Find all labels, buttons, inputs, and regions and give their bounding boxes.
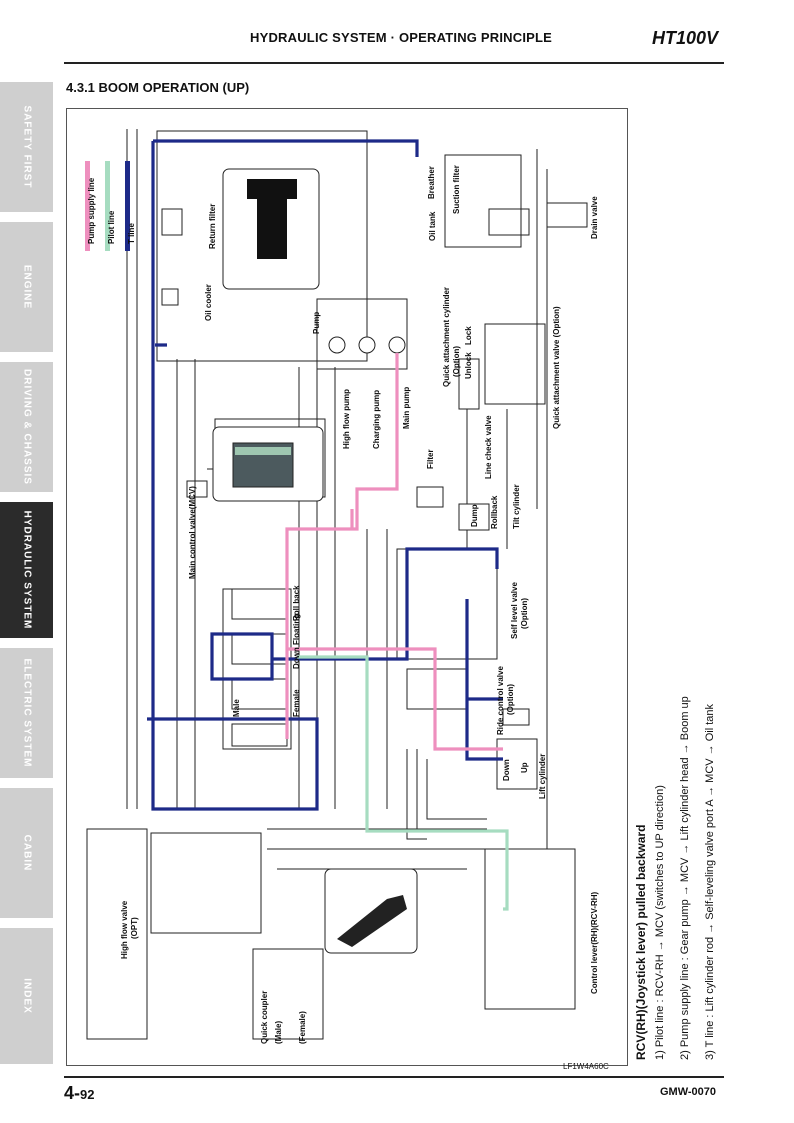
roll-back-label: Roll back [292,585,301,621]
caption-line-2: 2) Pump supply line : Gear pump → MCV → … [679,696,691,1060]
caption-line-1: 1) Pilot line : RCV-RH → MCV (switches t… [654,785,666,1060]
female-label: Female [292,689,301,717]
pump-supply-line [285,353,399,739]
lift-up-label: Up [520,762,529,773]
quick-attachment-cylinder-option: (Option) [452,346,461,377]
page-number-value: 92 [80,1087,95,1102]
hydraulic-diagram: Pump supply line Pilot line T line Retur… [66,108,628,1066]
quick-attachment-valve-label: Quick attachment valve (Option) [552,306,561,429]
oil-cooler-label: Oil cooler [204,284,213,321]
section-title: 4.3.1 BOOM OPERATION (UP) [66,80,250,95]
charging-pump-label: Charging pump [372,390,381,449]
quick-coupler-label: Quick coupler [260,991,269,1044]
mcv-label: Main control valve(MCV) [188,486,197,579]
line-check-valve-label: Line check valve [484,415,493,479]
figure-code: LF1W4A60C [563,1062,609,1071]
self-level-valve-label: Self level valve [510,582,519,639]
lift-down-label: Down [502,759,511,781]
down-floating-label: Down Floating [292,614,301,669]
dump-label: Dump [470,504,479,527]
hydraulic-schematic: Pump supply line Pilot line T line Retur… [85,129,599,1044]
quick-coupler-male: (Male) [274,1021,283,1044]
self-level-valve-option: (Option) [520,598,529,629]
filter-label: Filter [426,449,435,469]
pump-label: Pump [312,312,321,334]
legend-pilot-label: Pilot line [107,210,116,244]
suction-filter-label: Suction filter [452,165,461,214]
legend-pump-supply-label: Pump supply line [87,177,96,244]
footer-divider [64,1076,724,1078]
model-name: HT100V [652,28,719,48]
tab-label: INDEX [21,978,32,1014]
header-title: HYDRAULIC SYSTEM · OPERATING PRINCIPLE [250,30,553,45]
tab-index[interactable]: INDEX [0,928,53,1064]
tab-driving-chassis[interactable]: DRIVING & CHASSIS [0,362,53,492]
high-flow-valve-label: High flow valve [120,900,129,959]
tab-label: HYDRAULIC SYSTEM [21,510,32,630]
legend-swatch-pump-supply [85,161,90,251]
page-number: 4-92 [64,1083,94,1104]
rollback-label: Rollback [490,495,499,529]
page-prefix: 4- [64,1083,81,1103]
return-filter-label: Return filter [208,204,217,249]
legend-swatch-pilot [105,161,110,251]
tab-label: DRIVING & CHASSIS [21,369,32,485]
return-filter-photo [247,179,297,259]
tab-safety-first[interactable]: SAFETY FIRST [0,82,53,212]
lift-cylinder-label: Lift cylinder [538,754,547,799]
high-flow-valve-opt: (OPT) [130,917,139,939]
tab-engine[interactable]: ENGINE [0,222,53,352]
high-flow-pump-label: High flow pump [342,389,351,449]
main-pump-label: Main pump [402,387,411,429]
drain-valve-label: Drain valve [590,196,599,239]
caption-title: RCV(RH)(Joystick lever) pulled backward [634,824,648,1060]
tilt-cylinder-label: Tilt cylinder [512,484,521,529]
header-divider [64,62,724,64]
ride-control-valve-option: (Option) [506,684,515,715]
tab-cabin[interactable]: CABIN [0,788,53,918]
legend-t-line-label: T line [127,223,136,244]
tab-label: ELECTRIC SYSTEM [21,658,32,768]
oil-tank-label: Oil tank [428,211,437,241]
pilot-line [297,655,509,911]
ride-control-valve-label: Ride control valve [496,666,505,735]
tab-electric-system[interactable]: ELECTRIC SYSTEM [0,648,53,778]
control-lever-label: Control lever(RH)(RCV-RH) [590,891,599,994]
caption-line-3: 3) T line : Lift cylinder rod → Self-lev… [704,703,716,1060]
t-line [147,139,419,811]
lock-label: Lock [464,326,473,345]
legend-swatch-t-line [125,161,130,251]
quick-coupler-female: (Female) [298,1011,307,1044]
tab-label: ENGINE [21,264,32,310]
document-code: GMW-0070 [660,1086,717,1098]
breather-label: Breather [427,166,436,199]
unlock-label: Unlock [464,352,473,379]
tab-hydraulic-system[interactable]: HYDRAULIC SYSTEM [0,502,53,638]
tab-label: SAFETY FIRST [21,105,32,189]
male-label: Male [232,699,241,717]
tab-label: CABIN [21,834,32,872]
quick-attachment-cylinder-label: Quick attachment cylinder [442,287,451,387]
